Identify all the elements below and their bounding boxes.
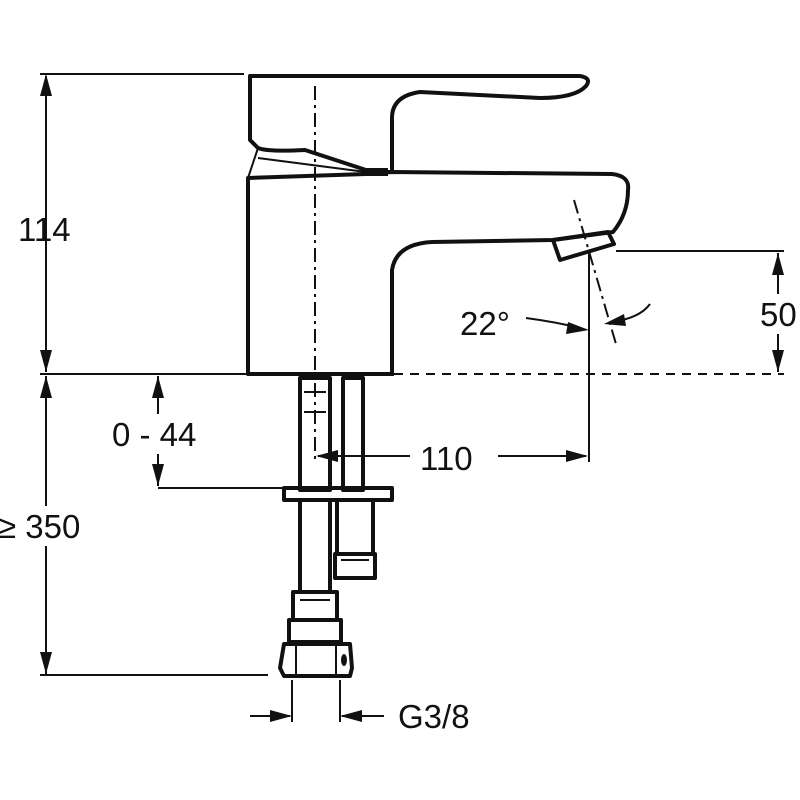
angle-arrow-left (566, 322, 589, 334)
arrow-down (772, 350, 784, 372)
dim-114-label: 114 (18, 211, 71, 248)
arrow-down (40, 350, 52, 372)
faucet-body (246, 74, 631, 376)
fitting-neck (291, 590, 339, 622)
arrow-in-right (340, 710, 362, 722)
dim-114: 114 (18, 73, 244, 372)
dim-50: 50 (616, 250, 800, 372)
body-and-spout (246, 170, 631, 376)
dim-0-44: 0 - 44 (108, 376, 284, 489)
connector-nut (278, 642, 354, 678)
dim-angle-label: 22° (460, 305, 510, 342)
arrow-in-left (270, 710, 292, 722)
spout-axis-line (573, 199, 617, 345)
arrow-left (316, 450, 338, 462)
supply-assembly (278, 376, 394, 678)
aerator (551, 230, 616, 262)
dim-angle: 22° (460, 199, 651, 345)
dim-110-label: 110 (420, 440, 473, 477)
label-bg (10, 506, 90, 546)
label-bg (108, 414, 212, 454)
dim-50-label: 50 (760, 296, 797, 333)
dim-110: 110 (316, 252, 590, 477)
dim-350: ≥ 350 (0, 376, 268, 676)
lever-handle (248, 74, 590, 174)
flex-pipe-left-lower (298, 498, 332, 594)
arrow-up (772, 253, 784, 275)
label-bg (752, 294, 800, 334)
arrow-up (152, 376, 164, 398)
arrow-up (40, 74, 52, 96)
nut-hole (341, 654, 347, 666)
arrow-up (40, 376, 52, 398)
handle-seam-line (257, 157, 367, 173)
arrow-right (566, 450, 588, 462)
fitting-collar (287, 618, 343, 644)
arrow-down (40, 652, 52, 674)
nut-right (333, 552, 377, 580)
dim-thread-label: G3/8 (398, 698, 470, 735)
dim-thread: G3/8 (250, 680, 470, 735)
handle-seam (247, 147, 259, 179)
angle-arrow-right (604, 314, 626, 326)
arrow-down (152, 464, 164, 486)
dim-0-44-label: 0 - 44 (112, 416, 196, 453)
flex-pipe-right (341, 376, 365, 492)
dim-350-label: ≥ 350 (0, 508, 80, 545)
flex-pipe-right-lower (335, 498, 375, 556)
